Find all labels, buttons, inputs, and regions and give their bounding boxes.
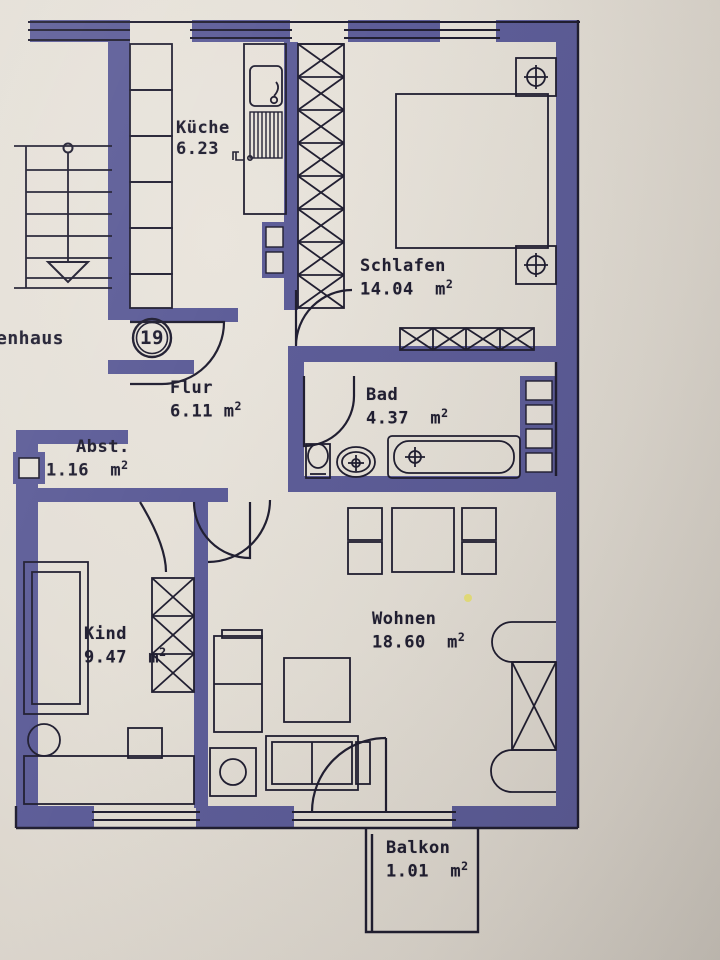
- apartment-number: 19: [140, 327, 164, 349]
- wall-flur-bad: [288, 346, 304, 490]
- sofa: [265, 735, 371, 791]
- kitchen-cabinets-left: [129, 43, 173, 309]
- wall-hall-vertical: [108, 20, 130, 320]
- kind-desk: [23, 755, 195, 805]
- door-arc-schlafen: [294, 288, 353, 347]
- kitchen-counter: [243, 43, 287, 215]
- dining-table: [391, 507, 455, 573]
- bathtub: [387, 435, 521, 479]
- kind-stool: [127, 727, 163, 759]
- window-top-3: [286, 21, 500, 39]
- wardrobe-schlafen: [399, 327, 535, 351]
- nightstand-top: [515, 57, 557, 97]
- entry-door-arc: [130, 320, 226, 386]
- bad-shelf-2: [525, 404, 553, 425]
- wardrobe-kueche: [297, 43, 345, 309]
- wall-flur-left-stub: [108, 360, 194, 374]
- room-label-balkon: Balkon 1.01 m2: [386, 838, 469, 882]
- room-label-schlafen: Schlafen 14.04 m2: [360, 256, 454, 300]
- toilet: [305, 443, 331, 479]
- bad-shelf-3: [525, 428, 553, 449]
- exterior-label-treppenhaus: enhaus: [0, 328, 65, 349]
- door-arc-abst: [139, 501, 168, 573]
- wall-bottom-c: [452, 806, 578, 828]
- walls-group: [13, 20, 578, 828]
- door-arc-bad: [302, 376, 356, 448]
- nightstand-bottom: [515, 245, 557, 285]
- wall-bottom-b: [196, 806, 294, 828]
- apartment-number-circle: [131, 317, 173, 359]
- bad-shelf-1: [525, 380, 553, 401]
- wall-abst-bottom: [16, 488, 228, 502]
- wohnen-shelving: [490, 621, 557, 793]
- window-top-2: [128, 21, 296, 39]
- wohnen-media-unit: [213, 629, 263, 733]
- wall-abst-top: [16, 430, 128, 444]
- door-arc-wohnen-flur: [207, 499, 272, 564]
- balcony-outline: [364, 828, 480, 934]
- wall-bad-bottom: [288, 476, 558, 492]
- room-label-abst: Abst. 1.16 m2: [46, 437, 130, 481]
- washing-machine: [209, 747, 257, 797]
- wall-right: [556, 20, 578, 828]
- wall-kind-top: [194, 488, 208, 506]
- wall-left-lower: [16, 488, 38, 828]
- exterior-outline: [14, 20, 580, 830]
- door-arc-balcony: [310, 736, 388, 813]
- room-label-flur: Flur 6.11 m2: [170, 378, 242, 422]
- stairs: [14, 142, 112, 289]
- kind-bed: [23, 561, 89, 715]
- wall-kueche-cabinet-inner-bot: [265, 251, 284, 274]
- kind-wardrobe: [151, 577, 195, 693]
- wall-kueche-cabinet-inner-top: [265, 226, 284, 248]
- linework-group: [14, 20, 580, 934]
- kitchen-sink: [249, 65, 283, 107]
- bad-shelf-4: [525, 452, 553, 473]
- room-label-kind: Kind 9.47 m2: [84, 624, 167, 668]
- wall-abst-window-glass: [18, 457, 40, 479]
- door-arc-kind: [192, 501, 252, 560]
- window-bottom-2: [292, 811, 456, 821]
- bed: [395, 93, 549, 249]
- coffee-table: [283, 657, 351, 723]
- wall-schlafen-bottom: [288, 346, 558, 362]
- washbasin: [336, 446, 376, 478]
- kitchen-tap: [232, 151, 254, 162]
- wall-kind-wohnen: [194, 500, 208, 808]
- stove: [249, 111, 283, 159]
- highlight-dot: [464, 594, 472, 602]
- room-label-kueche: Küche 6.23: [176, 118, 230, 159]
- dining-chairs: [347, 507, 497, 575]
- room-label-wohnen: Wohnen 18.60 m2: [372, 609, 466, 653]
- room-label-bad: Bad 4.37 m2: [366, 385, 449, 429]
- window-bottom-1: [92, 811, 200, 821]
